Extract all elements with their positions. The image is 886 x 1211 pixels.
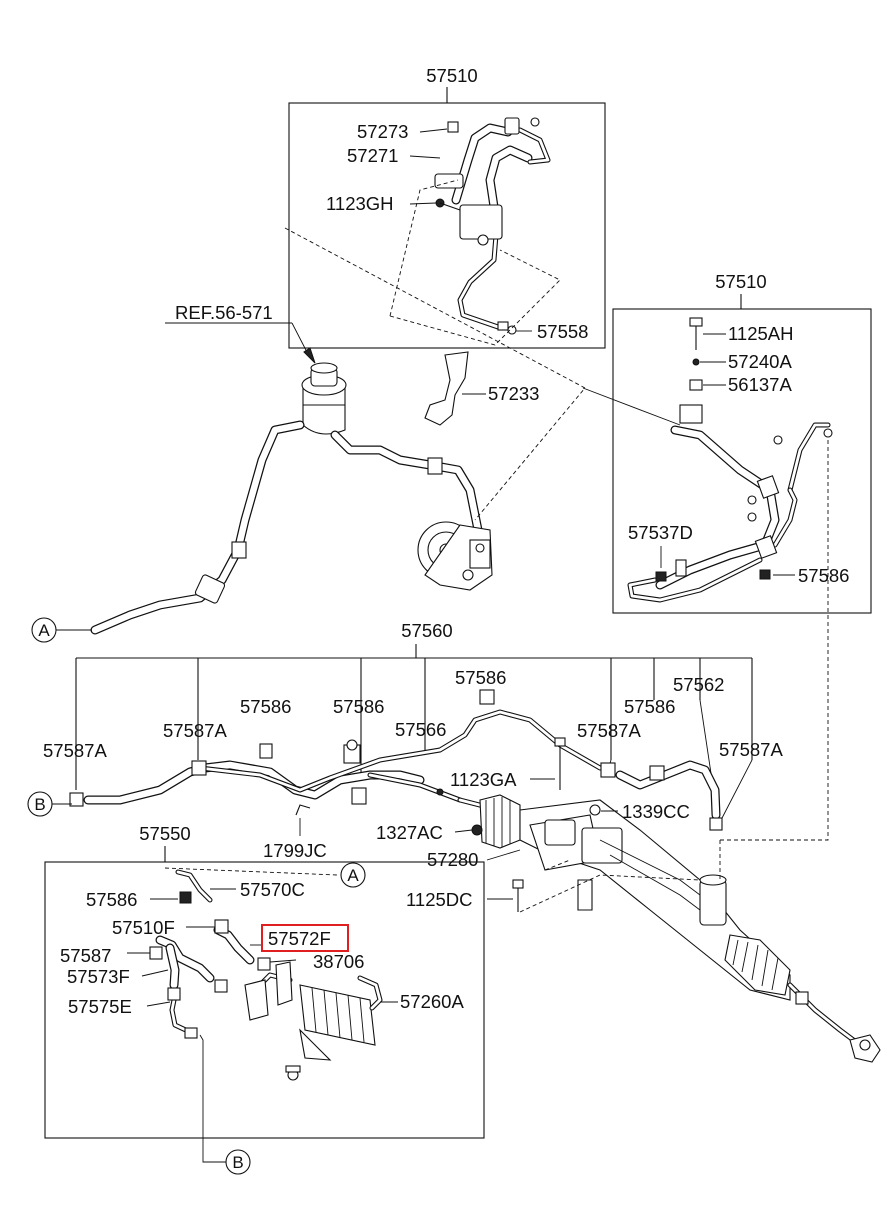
label-1339CC[interactable]: 1339CC (622, 801, 690, 822)
label-57572F[interactable]: 57572F (268, 928, 331, 949)
label-38706[interactable]: 38706 (313, 951, 364, 972)
label-56137A[interactable]: 56137A (728, 374, 792, 395)
label-57280[interactable]: 57280 (427, 849, 478, 870)
marker-b-bottom: B (225, 1149, 251, 1175)
label-57562[interactable]: 57562 (673, 674, 724, 695)
label-ref-56-571[interactable]: REF.56-571 (175, 302, 273, 323)
label-1123GA[interactable]: 1123GA (450, 769, 517, 790)
marker-a-bottom-label: A (347, 866, 359, 885)
label-57560[interactable]: 57560 (401, 620, 452, 641)
label-57273[interactable]: 57273 (357, 121, 408, 142)
label-57510-right[interactable]: 57510 (715, 271, 766, 292)
marker-a-top-label: A (38, 621, 50, 640)
reservoir-and-pump (90, 227, 586, 635)
label-57510F[interactable]: 57510F (112, 917, 175, 938)
marker-a-bottom: A (340, 862, 366, 888)
label-1327AC[interactable]: 1327AC (376, 822, 443, 843)
label-57586-a[interactable]: 57586 (455, 667, 506, 688)
label-57570C[interactable]: 57570C (240, 879, 305, 900)
marker-a-top: A (31, 617, 92, 643)
label-57260A[interactable]: 57260A (400, 991, 464, 1012)
label-57587A-3[interactable]: 57587A (577, 720, 641, 741)
label-57233[interactable]: 57233 (488, 383, 539, 404)
label-57566[interactable]: 57566 (395, 719, 446, 740)
marker-b-bottom-label: B (232, 1153, 243, 1172)
group-57560 (69, 644, 753, 836)
group-57510-top (288, 87, 606, 349)
part-labels: 57510 57273 57271 1123GH 57558 REF.56-57… (43, 65, 849, 1017)
highlight-57572F-box (261, 924, 349, 952)
label-57587A-2[interactable]: 57587A (163, 720, 227, 741)
label-1123GH[interactable]: 1123GH (326, 193, 394, 214)
label-57537D[interactable]: 57537D (628, 522, 693, 543)
label-57586-e[interactable]: 57586 (86, 889, 137, 910)
marker-b-left-label: B (34, 795, 45, 814)
label-57573F[interactable]: 57573F (67, 966, 130, 987)
label-1125AH[interactable]: 1125AH (728, 323, 793, 344)
label-57587A-1[interactable]: 57587A (43, 740, 107, 761)
label-57510-top[interactable]: 57510 (426, 65, 477, 86)
label-57586-right[interactable]: 57586 (798, 565, 849, 586)
label-57587A-4[interactable]: 57587A (719, 739, 783, 760)
label-57586-b[interactable]: 57586 (240, 696, 291, 717)
steering-rack (454, 737, 881, 1063)
label-57575E[interactable]: 57575E (68, 996, 132, 1017)
label-57271[interactable]: 57271 (347, 145, 398, 166)
label-1799JC[interactable]: 1799JC (263, 840, 327, 861)
label-57240A[interactable]: 57240A (728, 351, 792, 372)
label-57558[interactable]: 57558 (537, 321, 588, 342)
label-57586-c[interactable]: 57586 (333, 696, 384, 717)
label-57586-d[interactable]: 57586 (624, 696, 675, 717)
label-1125DC[interactable]: 1125DC (406, 889, 473, 910)
group-57510-right (582, 294, 872, 841)
label-57550[interactable]: 57550 (139, 823, 190, 844)
group-57550 (44, 846, 485, 1163)
label-57587[interactable]: 57587 (60, 945, 111, 966)
marker-b-left: B (27, 791, 72, 817)
